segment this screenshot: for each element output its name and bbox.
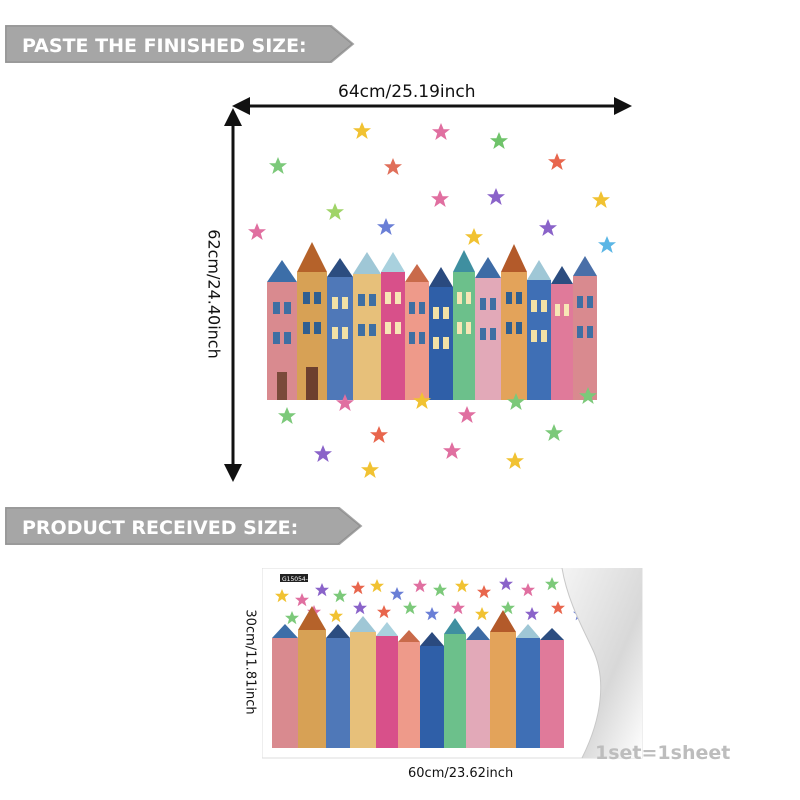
finished-width-label: 64cm/25.19inch [338, 82, 476, 102]
sheet-houses [272, 606, 564, 748]
houses-row [267, 242, 597, 400]
sheet-code: G15054-KL [282, 576, 316, 583]
finished-wall-art [248, 122, 616, 478]
finished-size-banner-text: PASTE THE FINISHED SIZE: [22, 35, 307, 57]
sheet-curl [562, 568, 642, 758]
set-note: 1set=1sheet [595, 742, 731, 764]
finished-height-label: 62cm/24.40inch [204, 229, 224, 359]
received-size-banner: PRODUCT RECEIVED SIZE: [3, 505, 366, 547]
sticker-sheet: G15054-KL [262, 568, 643, 759]
star-decorations-top [248, 122, 616, 253]
received-width-label: 60cm/23.62inch [408, 766, 514, 781]
received-size-banner-text: PRODUCT RECEIVED SIZE: [22, 517, 298, 539]
star-decorations-bottom [278, 387, 597, 478]
received-height-label: 30cm/11.81inch [242, 609, 258, 715]
finished-size-banner: PASTE THE FINISHED SIZE: [3, 23, 358, 65]
